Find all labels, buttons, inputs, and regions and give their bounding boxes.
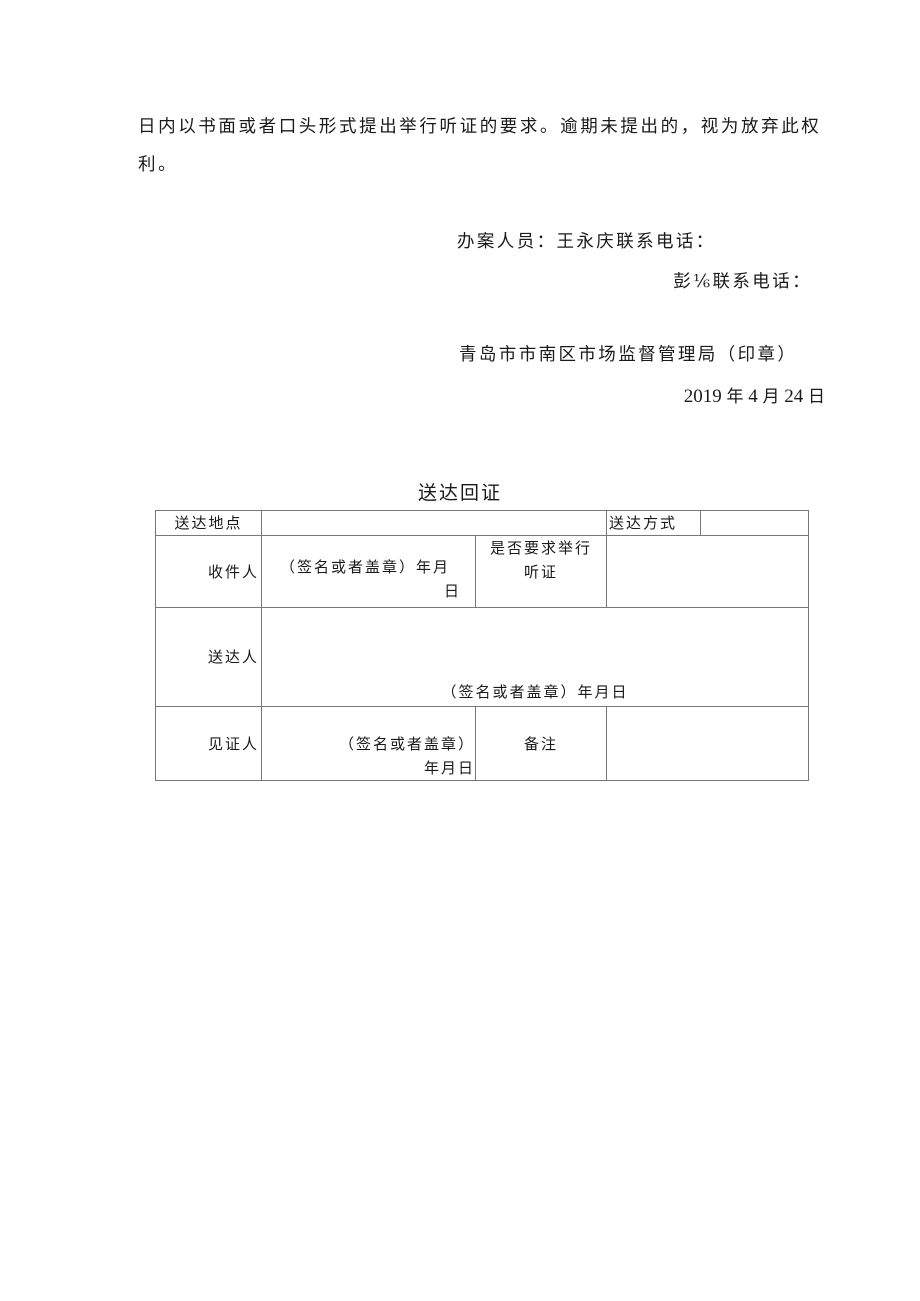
table-row-deliverer: 送达人 （签名或者盖章）年月日 xyxy=(155,607,809,707)
issuing-authority: 青岛市市南区市场监督管理局（印章） xyxy=(459,345,798,365)
delivery-method-value xyxy=(700,510,809,536)
delivery-receipt-table: 送达地点 送达方式 收件人 （签名或者盖章）年月 日 是否要求举行 听证 送达人… xyxy=(155,510,809,781)
case-handler-2-contact: 彭⅙联系电话： xyxy=(673,272,812,292)
date-month-unit: 月 xyxy=(762,387,780,407)
case-handler-contact: 办案人员：王永庆联系电话： xyxy=(457,232,716,252)
recipient-signature-day: 日 xyxy=(443,581,461,600)
remarks-label: 备注 xyxy=(475,706,607,781)
witness-signature-text: （签名或者盖章） xyxy=(338,735,475,753)
body-text-line-2: 利。 xyxy=(138,155,179,175)
deliverer-label: 送达人 xyxy=(155,607,262,707)
date-year-unit: 年 xyxy=(726,387,744,407)
body-text-line-1: 日内以书面或者口头形式提出举行听证的要求。逾期未提出的，视为放弃此权 xyxy=(138,117,822,137)
date-day-unit: 日 xyxy=(808,387,825,407)
table-row-delivery-place: 送达地点 送达方式 xyxy=(155,510,809,536)
hearing-request-label-1: 是否要求举行 xyxy=(489,539,592,557)
receipt-title: 送达回证 xyxy=(417,482,502,504)
date-year: 2019 xyxy=(683,386,722,407)
hearing-request-value xyxy=(606,535,809,608)
remarks-value xyxy=(606,706,809,781)
issue-date: 2019 年 4 月 24 日 xyxy=(684,382,825,408)
recipient-signature-cell: （签名或者盖章）年月 日 xyxy=(261,535,476,608)
date-day: 24 xyxy=(784,386,804,407)
body-paragraph: 日内以书面或者口头形式提出举行听证的要求。逾期未提出的，视为放弃此权 利。 xyxy=(138,108,838,184)
hearing-request-label-2: 听证 xyxy=(523,563,558,581)
table-row-recipient: 收件人 （签名或者盖章）年月 日 是否要求举行 听证 xyxy=(155,535,809,608)
hearing-request-label-cell: 是否要求举行 听证 xyxy=(475,535,607,608)
witness-label: 见证人 xyxy=(155,706,262,781)
date-month: 4 xyxy=(748,386,758,407)
witness-signature-date: 年月日 xyxy=(423,759,475,777)
table-row-witness: 见证人 （签名或者盖章） 年月日 备注 xyxy=(155,706,809,781)
recipient-label: 收件人 xyxy=(155,535,262,608)
delivery-place-label: 送达地点 xyxy=(155,510,262,536)
delivery-method-label: 送达方式 xyxy=(606,510,701,536)
delivery-place-value xyxy=(261,510,607,536)
deliverer-signature: （签名或者盖章）年月日 xyxy=(261,607,809,707)
recipient-signature-text: （签名或者盖章）年月 xyxy=(280,557,451,576)
witness-signature-cell: （签名或者盖章） 年月日 xyxy=(261,706,476,781)
